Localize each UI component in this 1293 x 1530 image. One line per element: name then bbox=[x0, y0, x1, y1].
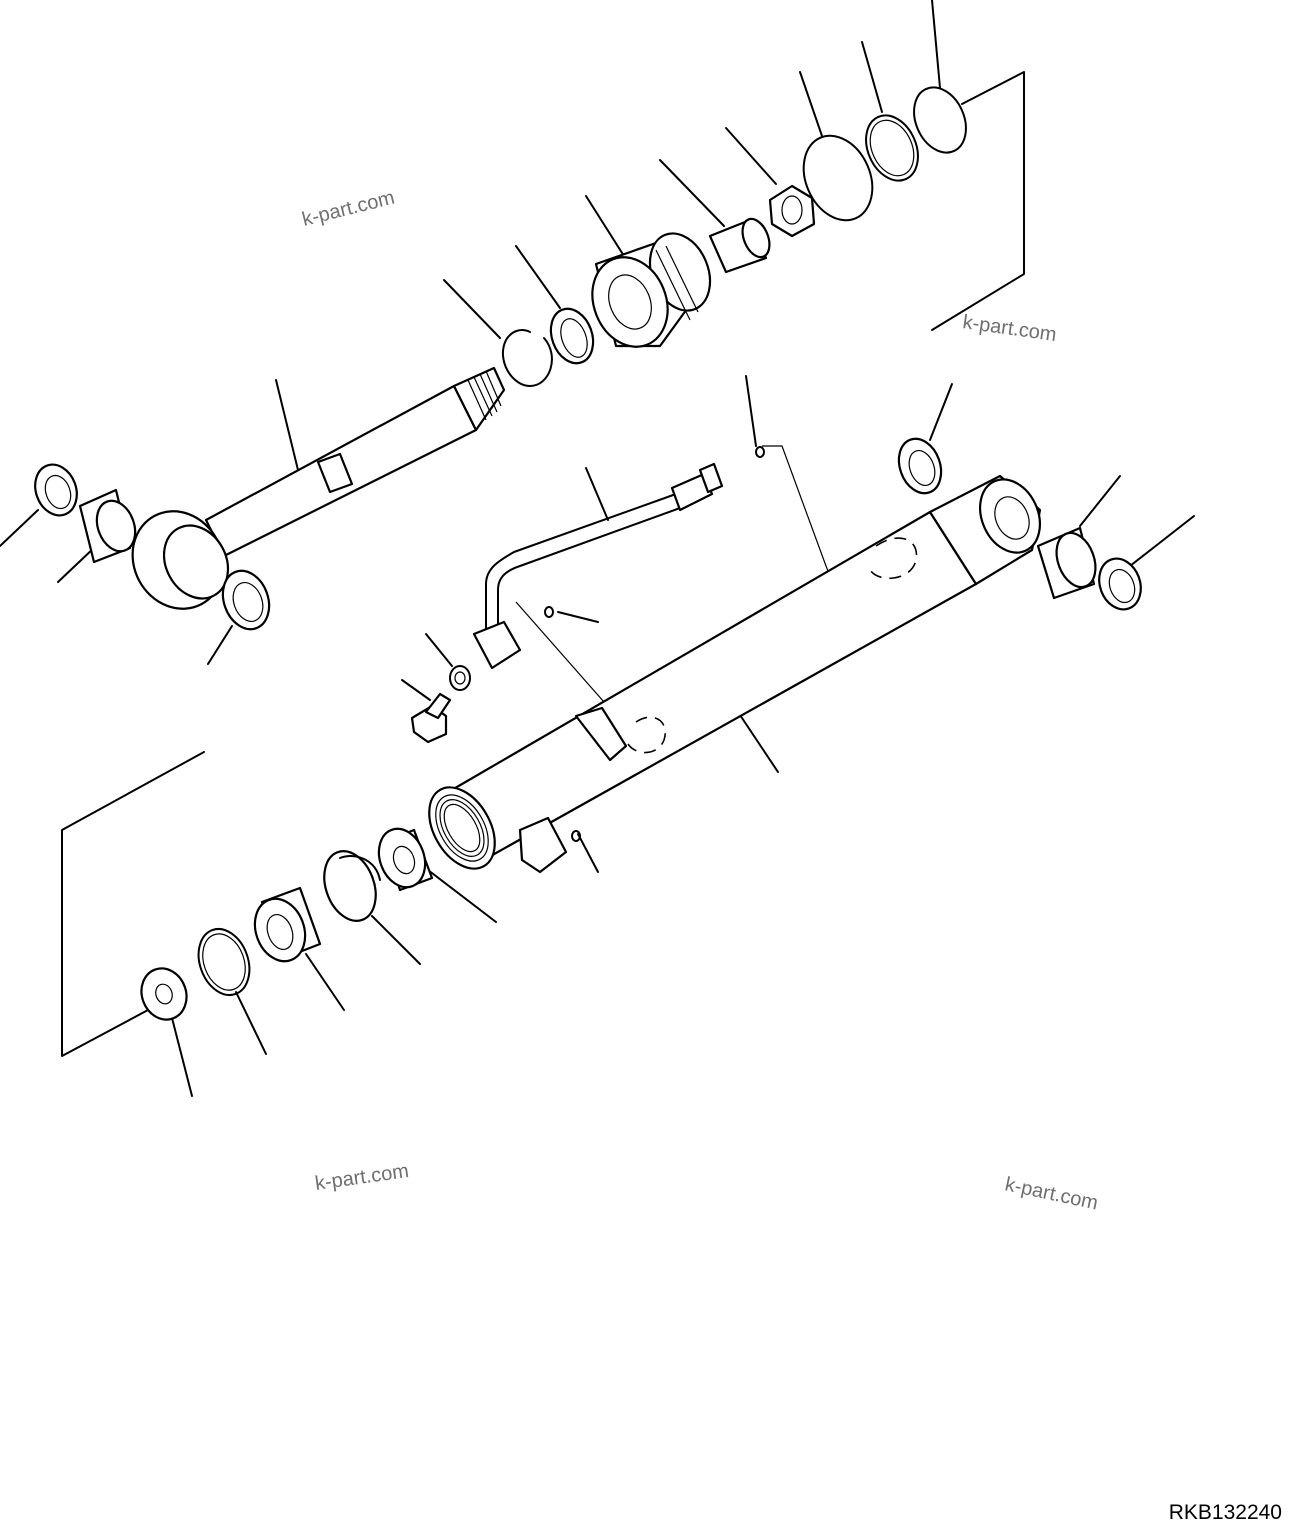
bolt bbox=[410, 692, 452, 744]
rod-dust-seal bbox=[34, 463, 78, 517]
head-bushing bbox=[897, 437, 943, 495]
watermark: k-part.com bbox=[314, 1160, 411, 1195]
head-buffer-ring bbox=[253, 886, 322, 963]
backup-ring bbox=[865, 114, 919, 182]
tube-dust-seal bbox=[1098, 557, 1142, 611]
head-dust-seal bbox=[197, 928, 251, 996]
watermark: k-part.com bbox=[300, 187, 397, 231]
head-packing bbox=[323, 850, 381, 922]
cylinder-tube bbox=[428, 474, 1042, 874]
piston-bushing bbox=[708, 217, 771, 274]
washer bbox=[449, 665, 471, 691]
rod-pin-bushing bbox=[221, 569, 271, 631]
cylinder-head bbox=[377, 827, 434, 892]
tube-bushing bbox=[1036, 526, 1097, 600]
piston-rod bbox=[131, 366, 506, 610]
watermark: k-part.com bbox=[961, 311, 1058, 346]
hydraulic-pipe bbox=[472, 462, 724, 670]
wear-ring bbox=[549, 307, 595, 365]
pipe-o-ring bbox=[544, 446, 765, 842]
watermark: k-part.com bbox=[1003, 1173, 1100, 1214]
grease-fitting bbox=[140, 967, 188, 1021]
nut bbox=[768, 184, 816, 238]
rod-bushing bbox=[78, 488, 137, 564]
grouping-brackets bbox=[61, 71, 1025, 1057]
seal-ring bbox=[913, 86, 967, 154]
drawing-code: RKB132240 bbox=[1169, 1501, 1282, 1524]
snap-ring bbox=[501, 329, 553, 387]
piston bbox=[591, 232, 712, 348]
o-ring bbox=[802, 134, 874, 222]
leader-lines bbox=[0, 0, 1195, 1097]
